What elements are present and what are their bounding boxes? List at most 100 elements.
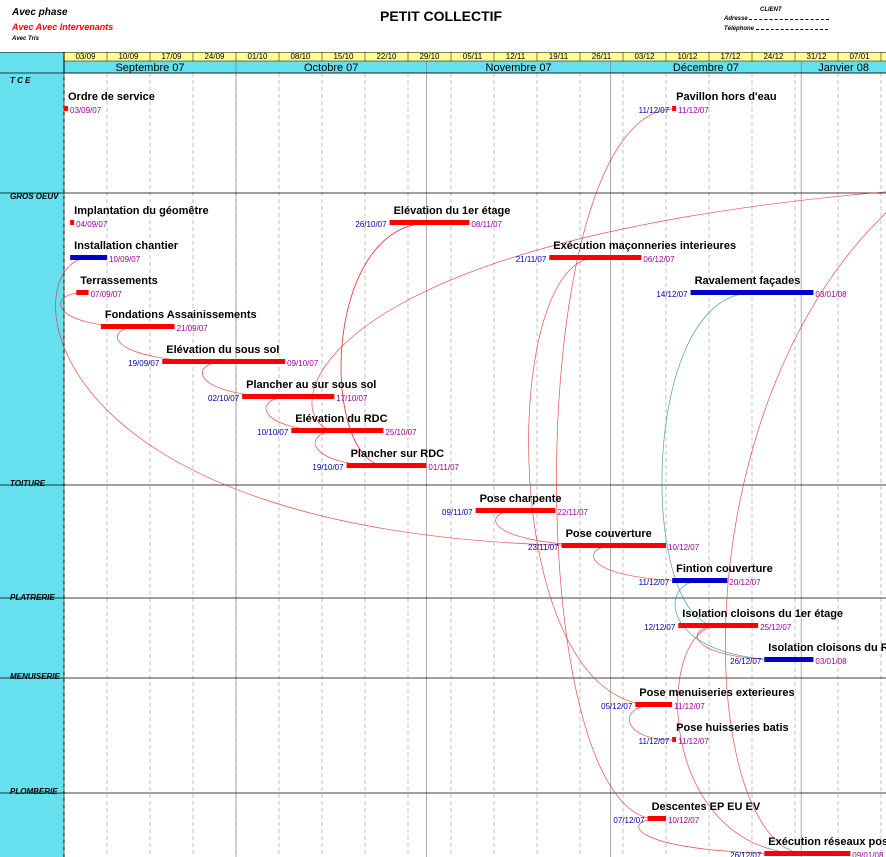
phone-label-text: Téléphone [724, 26, 755, 32]
task-name: Implantation du géomêtre [74, 205, 208, 217]
task-group: Pavillon hors d'eau 11/12/07 11/12/07 [639, 91, 777, 115]
dependency-link [55, 257, 614, 547]
task-name: Pose menuiseries exterieures [639, 687, 794, 699]
header-tris-label: Avec Tris [12, 36, 39, 42]
week-label: 01/10 [247, 52, 268, 61]
task-start-date: 05/12/07 [601, 702, 633, 711]
task-end-date: 04/09/07 [76, 220, 108, 229]
task-group: Pose couverture 23/11/07 10/12/07 [528, 528, 700, 552]
dependency-link [661, 292, 753, 627]
dependency-link [340, 222, 430, 467]
task-end-date: 21/09/07 [177, 324, 209, 333]
task-bar [346, 463, 427, 468]
task-bar [70, 255, 107, 260]
month-label: Septembre 07 [115, 62, 184, 74]
task-end-date: 10/12/07 [668, 816, 700, 825]
phone-label: Téléphone [724, 26, 828, 32]
task-end-date: 08/11/07 [471, 220, 502, 229]
task-bar [672, 737, 677, 742]
task-bar [672, 578, 728, 583]
week-label: 03/09 [75, 52, 96, 61]
task-bar [678, 623, 759, 628]
task-name: Elévation du sous sol [166, 344, 279, 356]
task-end-date: 10/09/07 [109, 255, 141, 264]
month-label: Janvier 08 [818, 62, 869, 74]
task-start-date: 21/11/07 [516, 255, 547, 264]
phase-sidebar [0, 52, 64, 857]
task-group: Implantation du géomêtre 04/09/07 [70, 205, 209, 229]
task-end-date: 11/12/07 [678, 106, 709, 115]
header-intervenants-label: Avec Avec Intervenants [12, 22, 114, 32]
week-label: 15/10 [333, 52, 354, 61]
task-group: Elévation du RDC 10/10/07 25/10/07 [257, 413, 417, 437]
task-name: Plancher au sur sous sol [246, 379, 376, 391]
week-label: 10/12 [677, 52, 698, 61]
task-name: Isolation cloisons du RDC [768, 642, 886, 654]
week-label: 17/12 [720, 52, 741, 61]
task-start-date: 19/09/07 [128, 359, 160, 368]
task-end-date: 03/09/07 [70, 106, 102, 115]
task-start-date: 12/12/07 [644, 623, 676, 632]
dependency-link [528, 257, 654, 706]
task-end-date: 25/10/07 [385, 428, 417, 437]
task-start-date: 23/11/07 [528, 543, 559, 552]
task-bar [690, 290, 814, 295]
task-end-date: 20/12/07 [729, 578, 761, 587]
task-end-date: 11/12/07 [678, 737, 709, 746]
task-group: Pose menuiseries exterieures 05/12/07 11/1… [601, 687, 794, 711]
week-label: 05/11 [463, 52, 483, 61]
task-end-date: 09/10/07 [287, 359, 319, 368]
task-start-date: 11/12/07 [639, 106, 670, 115]
task-bar [561, 543, 666, 548]
task-bar [475, 508, 556, 513]
phase-label: T C E [10, 76, 31, 85]
task-bar [389, 220, 470, 225]
task-bar [647, 816, 666, 821]
task-start-date: 26/12/07 [730, 657, 762, 666]
page-title: PETIT COLLECTIF [380, 8, 503, 24]
task-end-date: 22/11/07 [557, 508, 588, 517]
week-label: 08/10 [290, 52, 311, 61]
task-start-date: 14/12/07 [656, 290, 688, 299]
task-bar [76, 290, 89, 295]
task-bar [764, 657, 814, 662]
task-name: Fintion couverture [676, 563, 773, 575]
task-bar [242, 394, 335, 399]
week-label: 17/09 [161, 52, 182, 61]
task-bar [549, 255, 642, 260]
task-end-date: 07/09/07 [91, 290, 123, 299]
task-group: Isolation cloisons du RDC 26/12/07 03/01/0… [730, 642, 886, 666]
header-phase-label: Avec phase [12, 7, 68, 18]
task-name: Elévation du RDC [295, 413, 387, 425]
task-name: Isolation cloisons du 1er étage [682, 608, 843, 620]
week-label: 07/01 [849, 52, 870, 61]
task-start-date: 10/10/07 [257, 428, 289, 437]
task-name: Pose charpente [480, 493, 562, 505]
task-end-date: 11/12/07 [674, 702, 705, 711]
phase-label: TOITURE [10, 479, 46, 488]
task-bar [64, 106, 68, 111]
task-name: Exécution maçonneries interieures [553, 240, 736, 252]
task-bar [291, 428, 384, 433]
task-name: Pavillon hors d'eau [676, 91, 776, 103]
address-line [749, 19, 830, 20]
task-name: Terrassements [80, 275, 157, 287]
week-label: 10/09 [118, 52, 139, 61]
task-end-date: 10/12/07 [668, 543, 700, 552]
phase-label: PLOMBERIE [10, 787, 58, 796]
month-label: Octobre 07 [304, 62, 358, 74]
task-name: Pose couverture [566, 528, 652, 540]
task-name: Ravalement façades [695, 275, 801, 287]
task-start-date: 26/12/07 [730, 851, 762, 857]
dependency-link [556, 108, 675, 820]
task-end-date: 03/01/08 [815, 657, 847, 666]
header: Avec phase Avec Avec Intervenants Avec T… [0, 0, 886, 52]
